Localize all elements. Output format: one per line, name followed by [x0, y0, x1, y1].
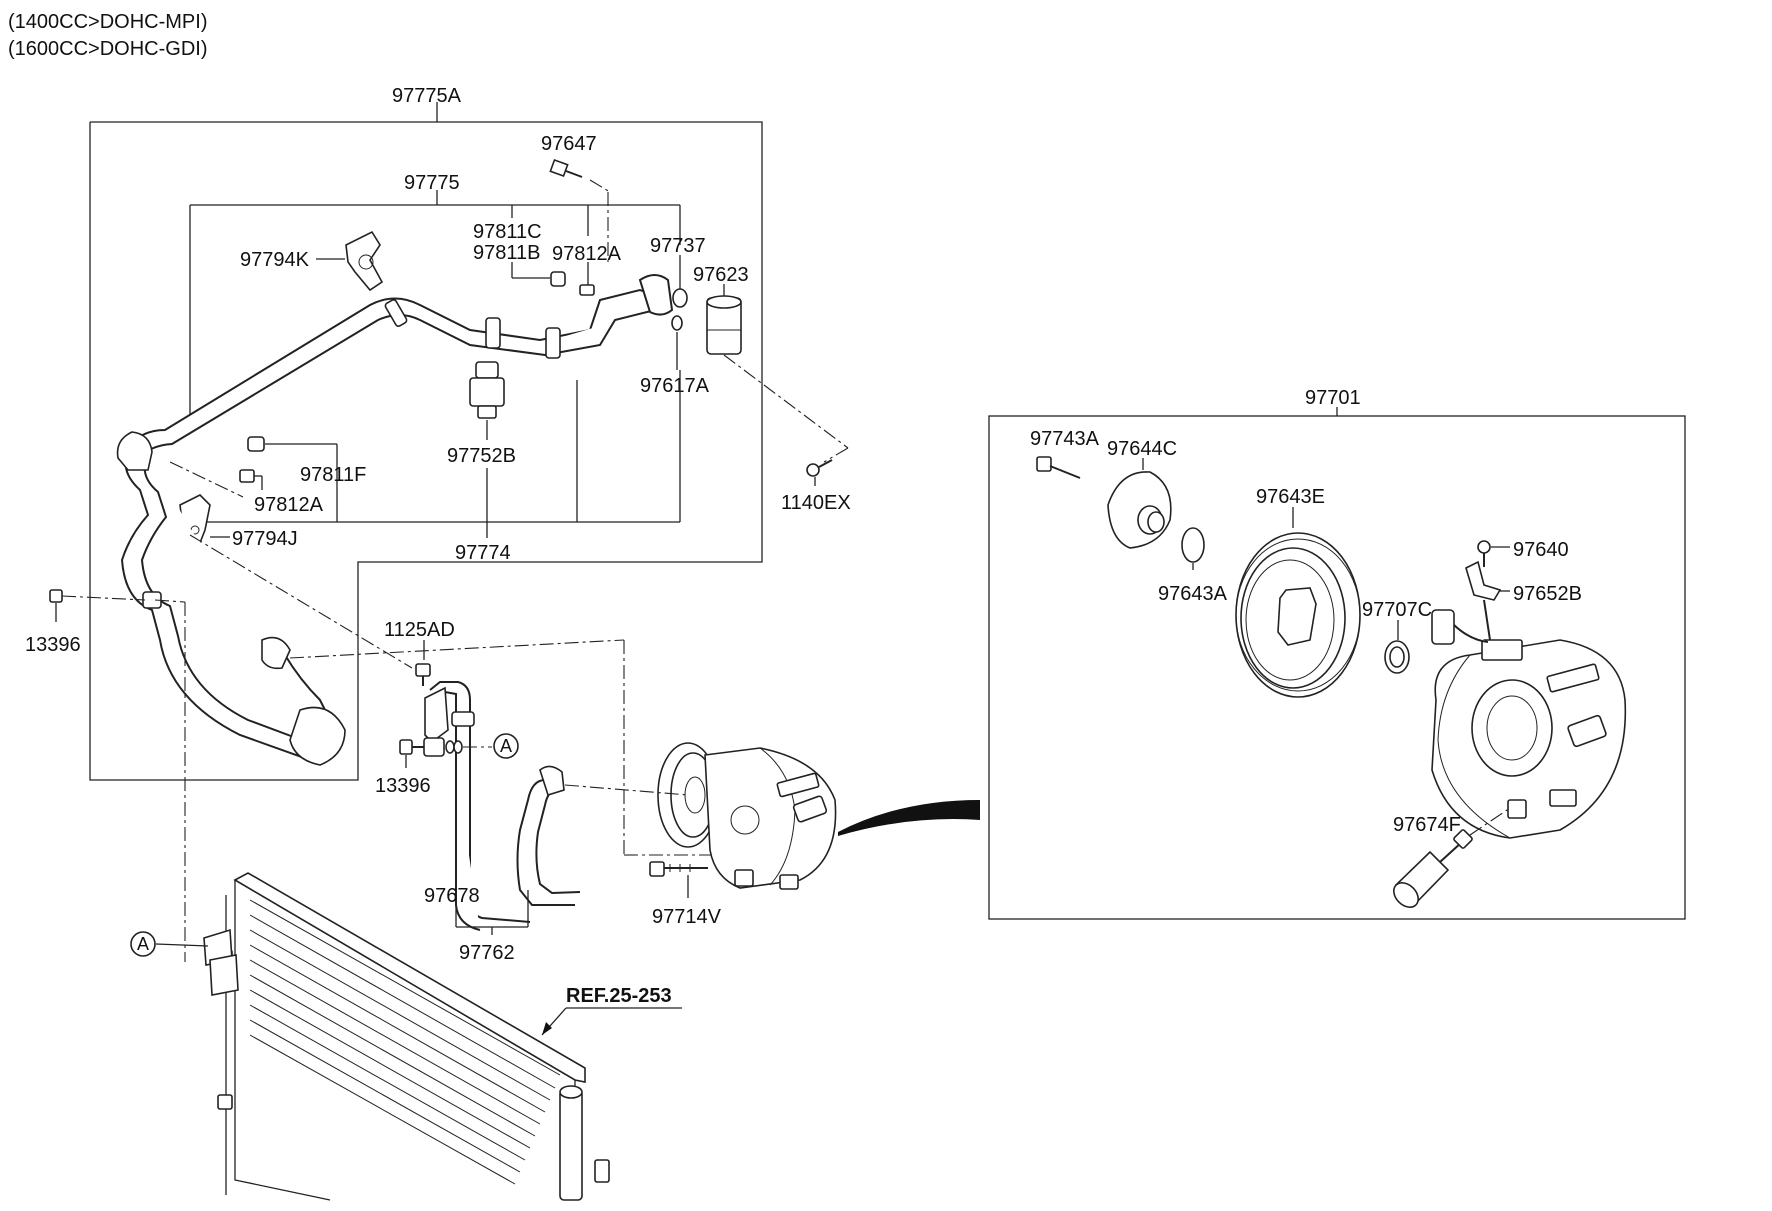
valve-97812A-top [579, 284, 595, 296]
callout-A-upper [493, 733, 519, 759]
bolt-1125AD [415, 663, 431, 686]
bolt-13396-left [49, 589, 63, 603]
shaft-seal-97707C [1384, 640, 1410, 674]
bolt-13396-mid [399, 737, 463, 757]
assembly-97775A-frame [89, 121, 763, 781]
label-97812A-low[interactable]: 97812A [254, 494, 324, 516]
pulley-97643E [1235, 532, 1361, 698]
label-97701[interactable]: 97701 [1305, 387, 1361, 409]
compressor-body-exploded [1431, 599, 1627, 839]
label-97647[interactable]: 97647 [541, 133, 597, 155]
valve-97812A-low [239, 469, 255, 483]
bolt-97743A [1036, 456, 1081, 479]
callout-A-lower-text: A [137, 934, 149, 954]
label-97774[interactable]: 97774 [455, 542, 511, 564]
hose-assembly-97775 [124, 274, 674, 463]
label-97714V[interactable]: 97714V [652, 906, 722, 928]
label-97678[interactable]: 97678 [424, 885, 480, 907]
label-97812A-top[interactable]: 97812A [552, 243, 622, 265]
label-97737[interactable]: 97737 [650, 235, 706, 257]
cap-97811F [247, 436, 265, 452]
label-97794J[interactable]: 97794J [232, 528, 298, 550]
sensor-97674F [1393, 829, 1473, 908]
label-97643E[interactable]: 97643E [1256, 486, 1325, 508]
label-97811F[interactable]: 97811F [300, 464, 366, 486]
bolt-1140EX [806, 459, 833, 477]
pipe-97762 [516, 765, 581, 906]
label-97762[interactable]: 97762 [459, 942, 515, 964]
compressor-assembled [657, 742, 837, 890]
ref-label[interactable]: REF.25-253 [566, 985, 672, 1007]
label-97743A[interactable]: 97743A [1030, 428, 1100, 450]
callout-A-upper-text: A [500, 736, 512, 756]
cap-97811B [550, 271, 566, 287]
label-97640[interactable]: 97640 [1513, 539, 1569, 561]
bracket-97652B [1465, 560, 1502, 601]
hose-left-loop [116, 431, 346, 766]
snap-ring-97643A [1181, 527, 1205, 563]
label-1125AD[interactable]: 1125AD [384, 619, 455, 641]
label-97775A[interactable]: 97775A [392, 85, 462, 107]
o-ring-97737 [672, 288, 688, 308]
label-97794K[interactable]: 97794K [240, 249, 310, 271]
label-1140EX[interactable]: 1140EX [781, 492, 851, 514]
clip-97794K [345, 230, 384, 292]
pressure-switch-97752B [469, 361, 505, 419]
bolt-97647 [549, 158, 583, 178]
detail-pointer [838, 800, 980, 836]
expansion-valve-97623 [706, 295, 742, 355]
callout-A-lower [130, 931, 156, 957]
label-97674F[interactable]: 97674F [1393, 814, 1461, 836]
hub-97644C [1107, 471, 1172, 549]
o-ring-97617A [671, 315, 683, 331]
label-97775[interactable]: 97775 [404, 172, 460, 194]
label-97643A[interactable]: 97643A [1158, 583, 1228, 605]
label-97623[interactable]: 97623 [693, 264, 749, 286]
engine-note-2: (1600CC>DOHC-GDI) [8, 38, 207, 60]
label-97811B[interactable]: 97811B [473, 242, 540, 264]
bolt-97640 [1477, 540, 1491, 567]
label-13396-mid[interactable]: 13396 [375, 775, 431, 797]
label-97707C[interactable]: 97707C [1362, 599, 1432, 621]
label-97752B[interactable]: 97752B [447, 445, 516, 467]
engine-note-1: (1400CC>DOHC-MPI) [8, 11, 207, 33]
label-97617A[interactable]: 97617A [640, 375, 710, 397]
label-13396-left[interactable]: 13396 [25, 634, 81, 656]
label-97811C[interactable]: 97811C [473, 221, 542, 243]
bolt-97714V [649, 861, 708, 877]
condenser [203, 872, 610, 1201]
label-97652B[interactable]: 97652B [1513, 583, 1582, 605]
label-97644C[interactable]: 97644C [1107, 438, 1177, 460]
